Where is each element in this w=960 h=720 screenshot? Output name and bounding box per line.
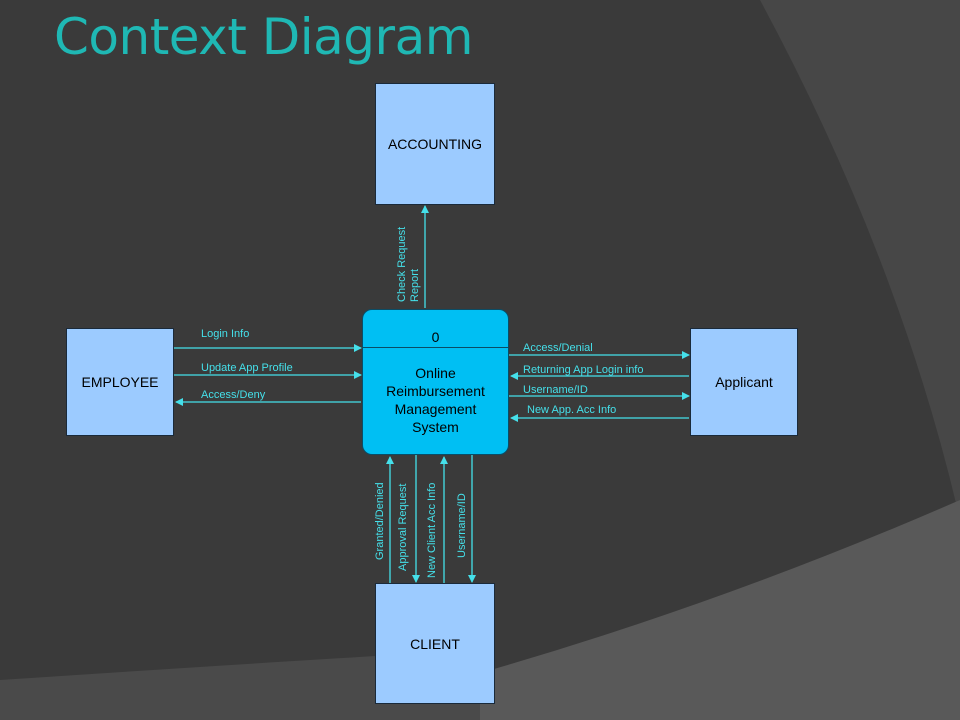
process-divider xyxy=(363,347,508,348)
label-check-request-report: Check Request Report xyxy=(396,226,421,302)
entity-client: CLIENT xyxy=(375,583,495,704)
entity-applicant: Applicant xyxy=(690,328,798,436)
label-login-info: Login Info xyxy=(201,328,250,340)
slide-title: Context Diagram xyxy=(54,8,473,66)
label-access-deny: Access/Deny xyxy=(201,389,266,401)
label-approval-request: Approval Request xyxy=(397,483,409,571)
entity-employee-label: EMPLOYEE xyxy=(81,374,159,390)
label-new-app-acc-info: New App. Acc Info xyxy=(527,404,617,416)
label-new-client-acc-info: New Client Acc Info xyxy=(426,482,438,578)
label-username-id-right: Username/ID xyxy=(523,384,588,396)
entity-employee: EMPLOYEE xyxy=(66,328,174,436)
label-username-id-bottom: Username/ID xyxy=(456,493,468,558)
label-access-denial: Access/Denial xyxy=(523,342,593,354)
entity-accounting-label: ACCOUNTING xyxy=(387,136,483,152)
process-number: 0 xyxy=(431,329,440,345)
label-returning-app-login: Returning App Login info xyxy=(523,364,644,376)
label-update-app-profile: Update App Profile xyxy=(201,362,293,374)
entity-applicant-label: Applicant xyxy=(715,374,773,390)
process-online-reimbursement: 0 Online Reimbursement Management System xyxy=(362,309,509,455)
entity-client-label: CLIENT xyxy=(410,635,460,652)
entity-accounting: ACCOUNTING xyxy=(375,83,495,205)
label-granted-denied: Granted/Denied xyxy=(374,482,386,560)
process-name: Online Reimbursement Management System xyxy=(386,365,485,435)
